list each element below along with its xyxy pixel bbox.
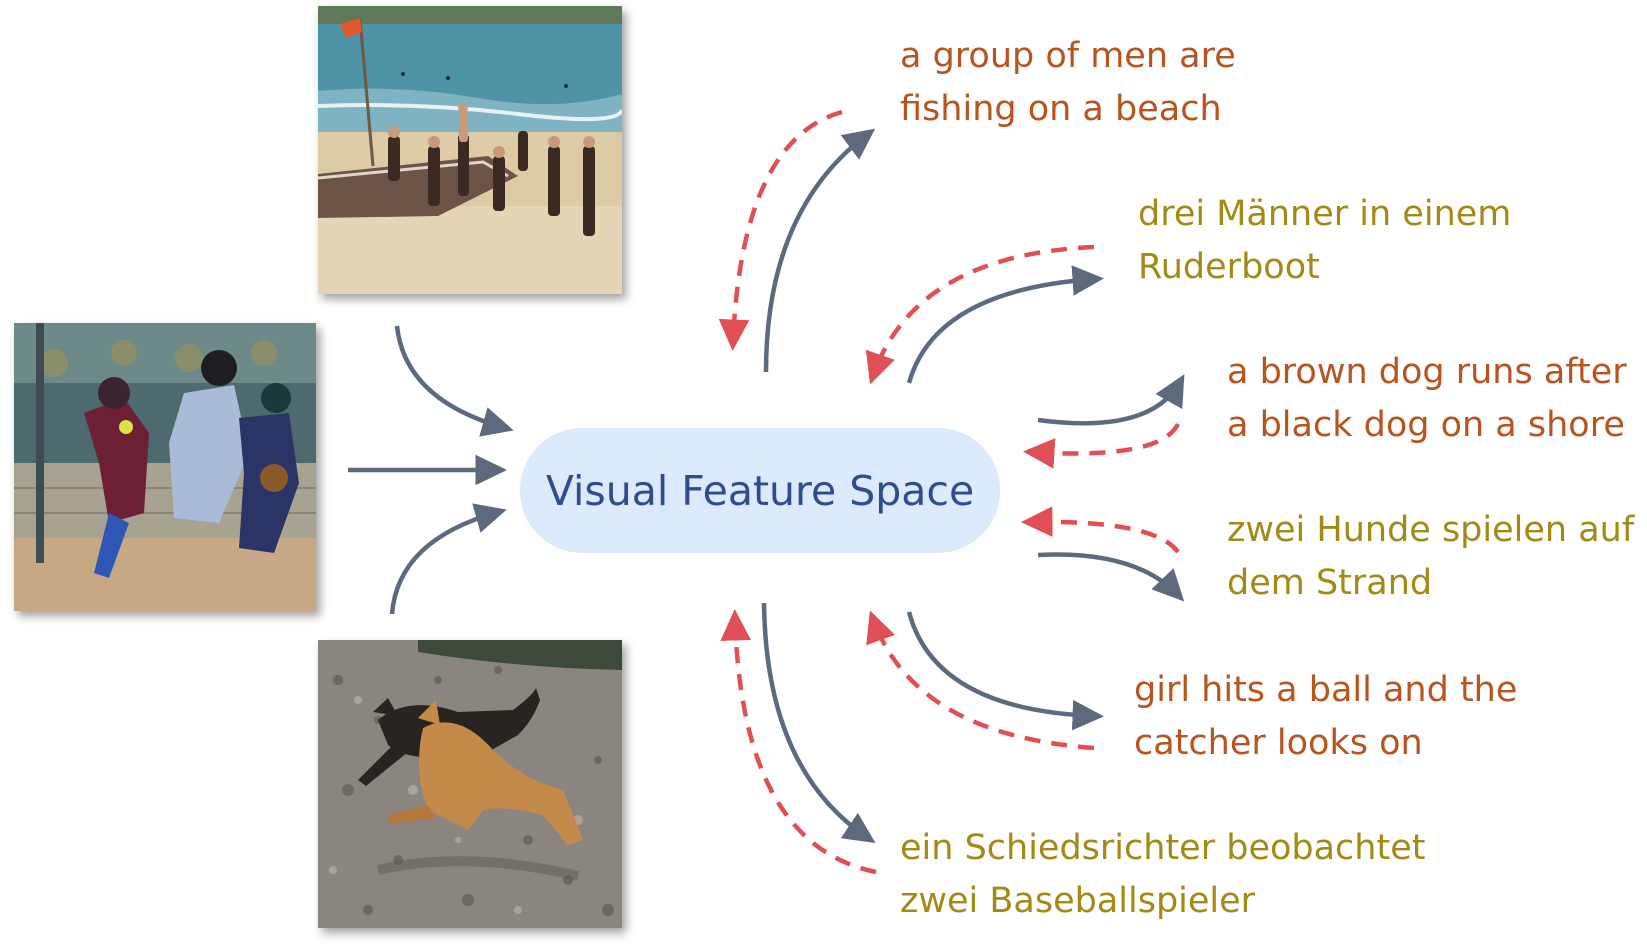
caption-3: a brown dog runs after a black dog on a … — [1227, 346, 1627, 452]
arrow-beach-to-space — [394, 325, 514, 437]
beach-fishing-photo — [318, 6, 622, 294]
dashed-arrow-caption-2 — [865, 244, 1095, 385]
arrow-space-to-caption-5 — [906, 611, 1104, 731]
caption-2-line-2: Ruderboot — [1138, 247, 1320, 287]
dashed-arrow-caption-4 — [1021, 506, 1180, 554]
caption-4: zwei Hunde spielen auf dem Strand — [1227, 504, 1634, 610]
caption-2: drei Männer in einem Ruderboot — [1138, 188, 1511, 294]
caption-6: ein Schiedsrichter beobachtet zwei Baseb… — [900, 822, 1425, 928]
dashed-arrow-caption-6 — [720, 609, 877, 875]
arrow-space-to-caption-4 — [1037, 552, 1185, 602]
visual-feature-space: Visual Feature Space — [520, 428, 1000, 553]
arrow-space-to-caption-3 — [1037, 374, 1185, 426]
generation-arrows — [761, 128, 1185, 843]
caption-5-line-2: catcher looks on — [1134, 723, 1423, 763]
caption-5-line-1: girl hits a ball and the — [1134, 670, 1518, 710]
dashed-arrow-caption-3 — [1023, 422, 1181, 469]
arrow-space-to-caption-2 — [906, 265, 1104, 384]
arrow-dogs-to-space — [389, 503, 507, 615]
caption-3-line-2: a black dog on a shore — [1227, 405, 1625, 445]
dogs-on-shore-photo — [318, 640, 622, 928]
caption-1: a group of men are fishing on a beach — [900, 30, 1236, 136]
caption-4-line-2: dem Strand — [1227, 563, 1433, 603]
caption-6-line-2: zwei Baseballspieler — [900, 881, 1256, 921]
caption-1-line-2: fishing on a beach — [900, 89, 1222, 129]
dashed-arrow-caption-1 — [718, 109, 843, 351]
dashed-arrow-caption-5 — [866, 610, 1095, 751]
arrow-space-to-caption-1 — [763, 128, 876, 373]
arrow-space-to-caption-6 — [761, 602, 876, 843]
input-arrows — [348, 325, 514, 615]
caption-1-line-1: a group of men are — [900, 36, 1236, 76]
caption-2-line-1: drei Männer in einem — [1138, 194, 1512, 234]
caption-6-line-1: ein Schiedsrichter beobachtet — [900, 828, 1426, 868]
caption-4-line-1: zwei Hunde spielen auf — [1227, 510, 1635, 550]
softball-game-photo — [14, 323, 316, 611]
reverse-arrows — [718, 109, 1181, 875]
caption-3-line-1: a brown dog runs after — [1227, 352, 1627, 392]
caption-5: girl hits a ball and the catcher looks o… — [1134, 664, 1517, 770]
